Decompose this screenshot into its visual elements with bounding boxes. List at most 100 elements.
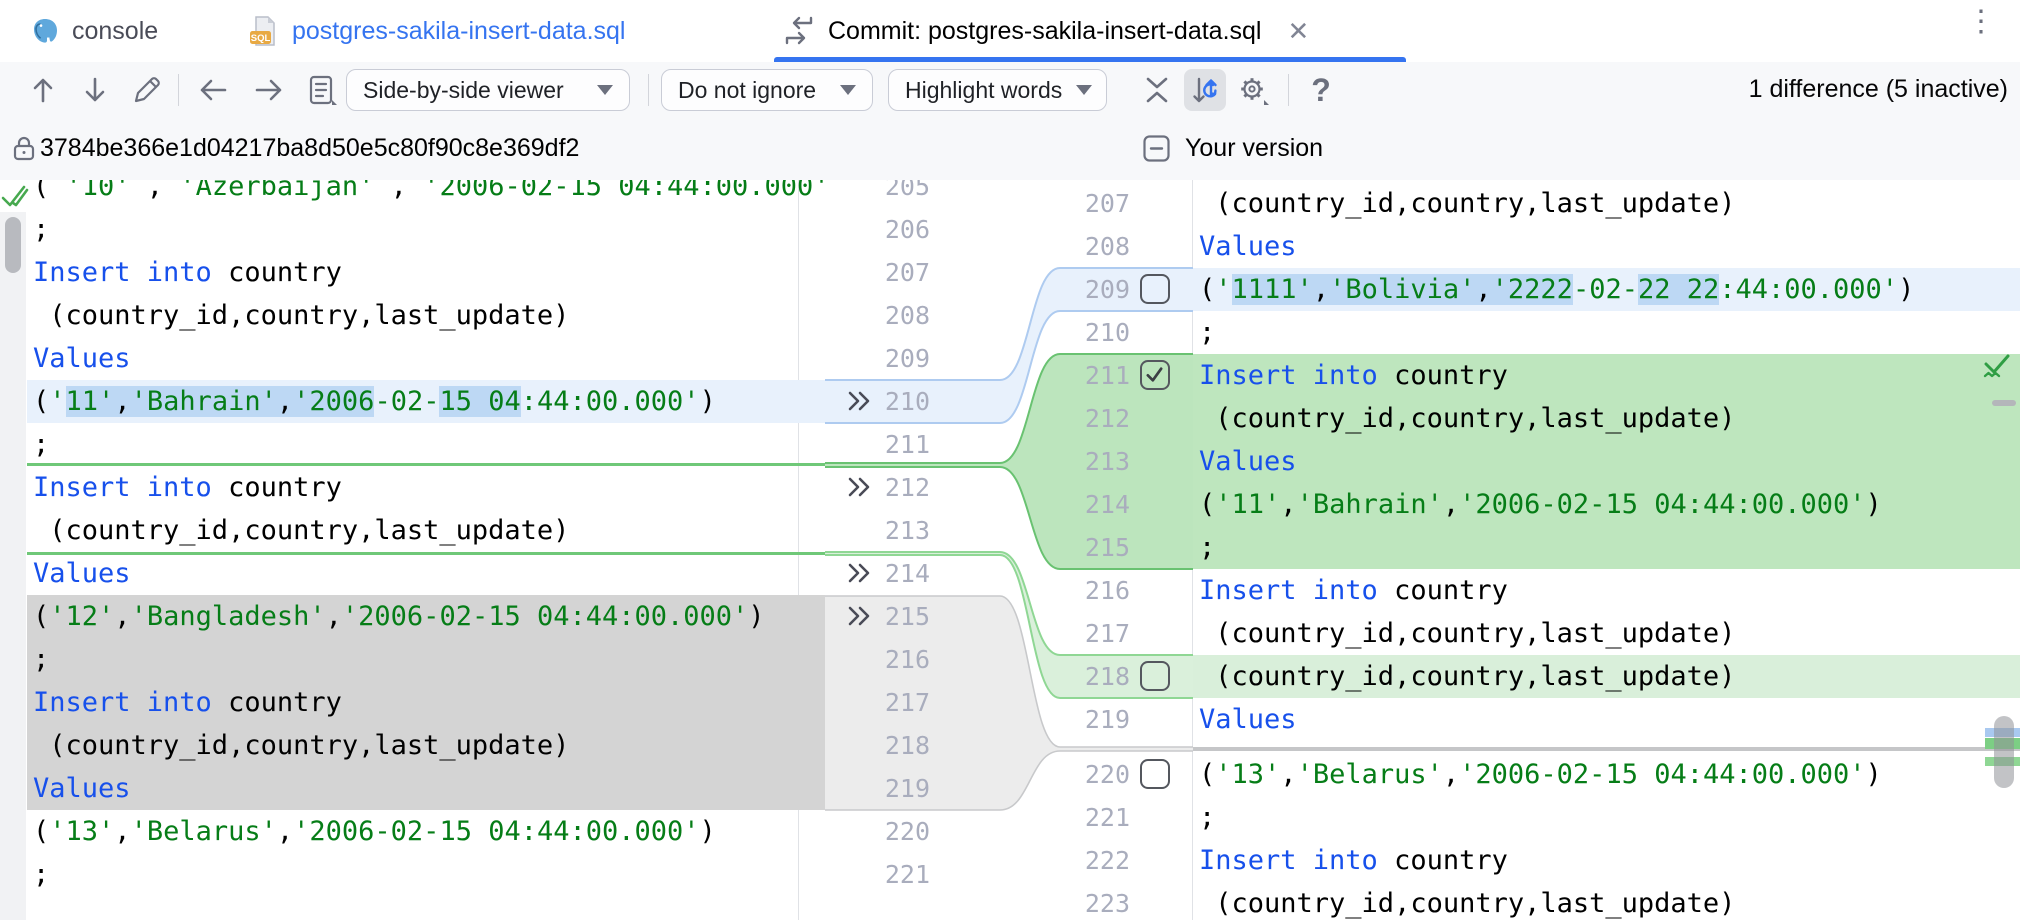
changed-band [825,268,1193,423]
prev-difference-up-icon[interactable] [22,69,64,111]
line-number: 223 [1084,889,1130,918]
close-tab-icon[interactable]: ✕ [1287,16,1310,46]
code-line: Insert into country [33,472,342,503]
gutter-row: 217 [1050,612,1193,655]
line-number: 216 [1084,576,1130,605]
code-line: ( '10' , 'Azerbaijan' , '2006-02-15 04:4… [33,180,825,202]
code-line: (country_id,country,last_update) [33,300,570,331]
line-number: 217 [1084,619,1130,648]
gutter-row: 222 [1050,839,1193,882]
left-scrollbar-track[interactable] [0,212,26,920]
gutter-row: 219 [1050,698,1193,741]
apply-change-chevron-icon[interactable] [847,562,873,584]
code-line: ('12','Bangladesh','2006-02-15 04:44:00.… [27,595,825,638]
collapse-unchanged-icon[interactable] [1136,69,1178,111]
line-number: 215 [884,602,930,631]
gutter-row: 215 [1050,526,1193,569]
gutter-row: 209 [1050,268,1193,311]
gutter-row: 208 [825,294,950,337]
include-change-checkbox[interactable] [1140,360,1170,390]
left-editor-pane[interactable]: ( '10' , 'Azerbaijan' , '2006-02-15 04:4… [27,180,825,920]
inactive-added-band [825,552,1193,698]
code-line: (country_id,country,last_update) [1199,618,1736,649]
apply-change-chevron-icon[interactable] [847,605,873,627]
line-number: 207 [884,258,930,287]
code-line: ; [33,214,50,245]
collapse-minus-box-icon[interactable] [1143,135,1170,162]
code-line: ; [1199,317,1216,348]
whitespace-ignore-dropdown[interactable]: Do not ignore [661,69,873,111]
inactive-deleted-band [825,596,1193,810]
added-band [825,354,1193,569]
code-line: (country_id,country,last_update) [27,724,825,767]
next-difference-down-icon[interactable] [74,69,116,111]
tab-sql-file[interactable]: SQL postgres-sakila-insert-data.sql [248,0,625,62]
line-number: 218 [1084,662,1130,691]
code-line: Values [1199,704,1297,735]
synchronize-scrolling-toggle[interactable] [1184,69,1226,111]
highlight-mode-dropdown[interactable]: Highlight words [888,69,1107,111]
line-number: 210 [884,387,930,416]
help-question-icon[interactable]: ? [1311,71,1331,108]
include-change-checkbox[interactable] [1140,661,1170,691]
code-line: (country_id,country,last_update) [33,515,570,546]
diff-connector-bands [825,267,1193,811]
code-line: Values [33,343,131,374]
line-number: 209 [1084,275,1130,304]
gutter-row: 216 [825,638,950,681]
tab-commit-diff[interactable]: Commit: postgres-sakila-insert-data.sql … [782,0,1309,62]
edit-pencil-icon[interactable] [126,69,168,111]
line-number: 215 [1084,533,1130,562]
include-change-checkbox[interactable] [1140,759,1170,789]
collapsed-region-separator [1193,747,2020,751]
line-number: 218 [884,731,930,760]
right-editor-pane[interactable]: (country_id,country,last_update)Values('… [1193,180,2020,920]
svg-text:SQL: SQL [251,33,271,44]
code-line: Insert into country [1193,354,2020,397]
whitespace-ignore-label: Do not ignore [678,76,817,103]
chevron-down-icon [597,85,613,95]
apply-change-chevron-icon[interactable] [847,390,873,412]
gutter-row: 207 [1050,182,1193,225]
code-line: Values [27,767,825,810]
tab-console[interactable]: console [30,0,158,62]
chevron-down-icon [840,85,856,95]
forward-arrow-icon[interactable] [248,69,290,111]
code-line: ; [27,638,825,681]
kebab-menu-icon[interactable]: ⋮ [1966,5,1996,38]
highlight-mode-label: Highlight words [905,76,1063,103]
gutter-row: 221 [825,853,950,896]
viewer-mode-dropdown[interactable]: Side-by-side viewer [346,69,630,111]
postgres-elephant-icon [30,16,60,46]
gutter-row: 219 [825,767,950,810]
back-arrow-icon[interactable] [192,69,234,111]
gear-settings-icon[interactable] [1232,69,1274,111]
gutter-row: 210 [1050,311,1193,354]
gutter-row: 208 [1050,225,1193,268]
inspections-ok-check-icon[interactable] [1982,354,2012,382]
gutter-row: 221 [1050,796,1193,839]
line-number: 214 [1084,490,1130,519]
gutter-row: 211 [1050,354,1193,397]
code-line: Values [1193,440,2020,483]
right-scrollbar-thumb[interactable] [1994,716,2014,788]
line-number: 221 [884,860,930,889]
gutter-row: 218 [1050,655,1193,698]
line-number: 221 [1084,803,1130,832]
line-number: 205 [884,180,930,201]
code-line: Insert into country [33,257,342,288]
code-line: ; [33,429,50,460]
left-scrollbar-thumb[interactable] [5,217,21,273]
gutter-row: 211 [825,423,950,466]
all-changes-applied-check-icon [1,182,29,210]
diff-editor-body: ( '10' , 'Azerbaijan' , '2006-02-15 04:4… [0,180,2020,920]
gutter-row: 220 [825,810,950,853]
include-change-checkbox[interactable] [1140,274,1170,304]
code-line: ('11','Bahrain','2006-02-15 04:44:00.000… [1193,483,2020,526]
apply-change-chevron-icon[interactable] [847,476,873,498]
toolbar-separator [1288,74,1289,106]
editor-tab-bar: console SQL postgres-sakila-insert-data.… [0,0,2020,63]
view-options-document-icon[interactable] [300,69,342,111]
gutter-row: 212 [825,466,950,509]
